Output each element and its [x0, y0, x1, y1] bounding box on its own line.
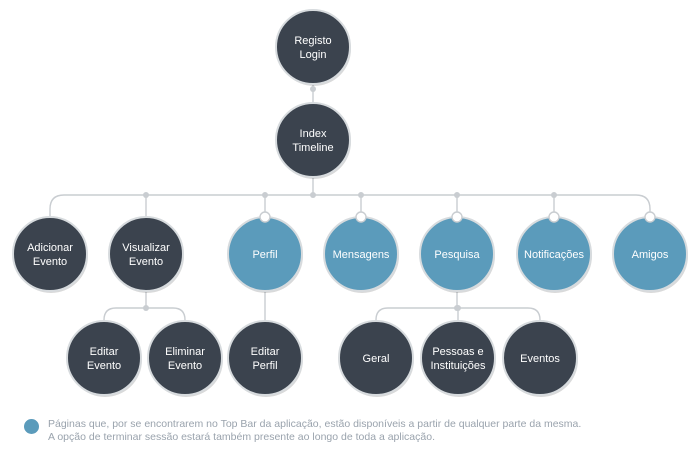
node-pessoas-instituicoes: Pessoas e Instituições: [420, 320, 496, 397]
node-label: Evento: [129, 256, 163, 268]
sitemap-diagram: RegistoLoginIndexTimelineAdicionarEvento…: [12, 9, 688, 397]
node-label: Pessoas e: [432, 346, 483, 358]
node-circle: [338, 320, 414, 396]
connector-dot: [454, 192, 460, 198]
nodes: RegistoLoginIndexTimelineAdicionarEvento…: [12, 9, 688, 397]
node-label: Eliminar: [165, 346, 205, 358]
node-circle: [502, 320, 578, 396]
connector-dot: [358, 192, 364, 198]
node-label: Perfil: [252, 249, 277, 261]
node-label: Instituições: [430, 360, 486, 372]
node-perfil: Perfil: [227, 211, 303, 293]
node-label: Pesquisa: [434, 249, 480, 261]
connector-bar-visualizar-evento: [103, 307, 186, 321]
node-label: Registo: [294, 35, 331, 47]
connector-bar-index-timeline: [49, 194, 651, 210]
legend-accent-dot: [24, 419, 39, 434]
node-label: Evento: [168, 360, 202, 372]
legend-line-1: Páginas que, por se encontrarem no Top B…: [48, 418, 582, 430]
node-label: Timeline: [292, 142, 333, 154]
node-label: Editar: [90, 346, 119, 358]
legend-line-2: A opção de terminar sessão estará também…: [48, 431, 435, 443]
node-pesquisa: Pesquisa: [419, 211, 495, 293]
node-anchor: [548, 211, 560, 223]
connector-dot: [262, 192, 268, 198]
node-label: Index: [300, 128, 327, 140]
node-label: Login: [300, 49, 327, 61]
node-circle: [66, 320, 142, 396]
node-label: Evento: [87, 360, 121, 372]
connector-dot: [551, 192, 557, 198]
node-anchor: [355, 211, 367, 223]
node-label: Notificações: [524, 249, 584, 261]
legend-text: Páginas que, por se encontrarem no Top B…: [48, 418, 581, 444]
connector-dot: [310, 86, 316, 92]
node-anchor: [451, 211, 463, 223]
node-circle: [420, 320, 496, 396]
node-anchor: [644, 211, 656, 223]
node-label: Geral: [363, 353, 390, 365]
node-eventos: Eventos: [502, 320, 578, 397]
node-geral: Geral: [338, 320, 414, 397]
node-label: Adicionar: [27, 242, 73, 254]
node-mensagens: Mensagens: [323, 211, 399, 293]
node-label: Mensagens: [333, 249, 390, 261]
node-circle: [275, 9, 351, 85]
node-amigos: Amigos: [612, 211, 688, 293]
node-circle: [12, 216, 88, 292]
connector-dot: [455, 305, 461, 311]
node-label: Evento: [33, 256, 67, 268]
node-circle: [108, 216, 184, 292]
node-label: Eventos: [520, 353, 560, 365]
node-label: Perfil: [252, 360, 277, 372]
connector-dot: [143, 192, 149, 198]
node-circle: [275, 102, 351, 178]
node-anchor: [259, 211, 271, 223]
node-label: Visualizar: [122, 242, 170, 254]
node-label: Editar: [251, 346, 280, 358]
node-label: Amigos: [632, 249, 669, 261]
node-notificacoes: Notificações: [516, 211, 592, 293]
connectors: [49, 84, 651, 321]
node-circle: [147, 320, 223, 396]
node-circle: [227, 320, 303, 396]
